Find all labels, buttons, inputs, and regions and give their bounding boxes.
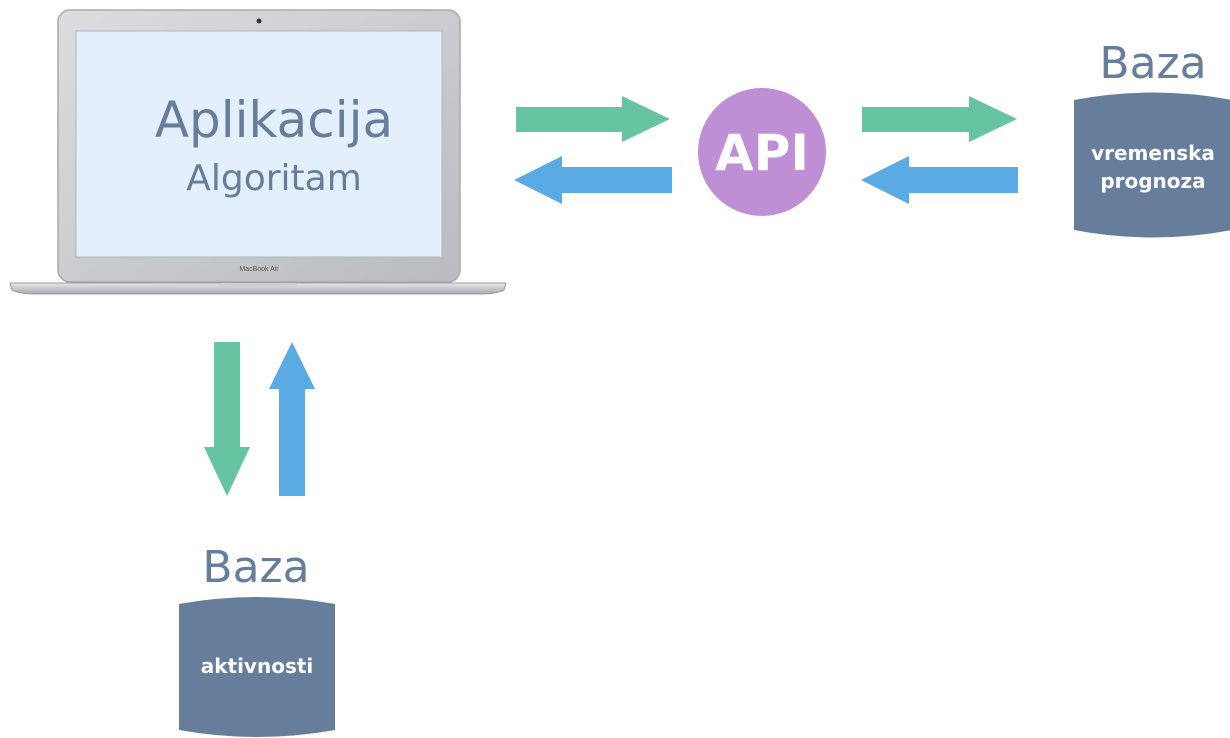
arrow-right-request-2 <box>862 96 1017 142</box>
arrow-left-response-2 <box>861 156 1018 204</box>
api-node: API <box>698 88 826 216</box>
screen-title: Aplikacija <box>155 91 393 149</box>
weather-db-title: Baza <box>1099 38 1206 89</box>
api-circle <box>698 88 826 216</box>
laptop-base <box>9 282 507 295</box>
weather-db-line1: vremenska <box>1091 141 1215 165</box>
arrow-left-response <box>514 156 672 204</box>
laptop-brand: MacBook Air <box>239 266 279 273</box>
activities-database: Baza aktivnosti <box>179 542 335 737</box>
laptop: Aplikacija Algoritam MacBook Air <box>9 9 507 295</box>
arrow-right-request <box>516 96 670 142</box>
arrow-up-response <box>269 342 315 496</box>
laptop-screen <box>75 30 443 258</box>
api-label: API <box>715 124 809 182</box>
weather-database: Baza vremenska prognoza <box>1074 38 1230 238</box>
weather-db-line2: prognoza <box>1100 169 1205 193</box>
activities-db-title: Baza <box>202 542 309 593</box>
activities-db-label: aktivnosti <box>201 654 314 678</box>
screen-subtitle: Algoritam <box>186 158 362 199</box>
weather-db-cylinder <box>1074 92 1230 238</box>
arrow-down-request <box>204 342 250 496</box>
laptop-notch <box>219 283 297 288</box>
laptop-camera <box>256 18 262 24</box>
activities-db-cylinder <box>179 597 335 737</box>
